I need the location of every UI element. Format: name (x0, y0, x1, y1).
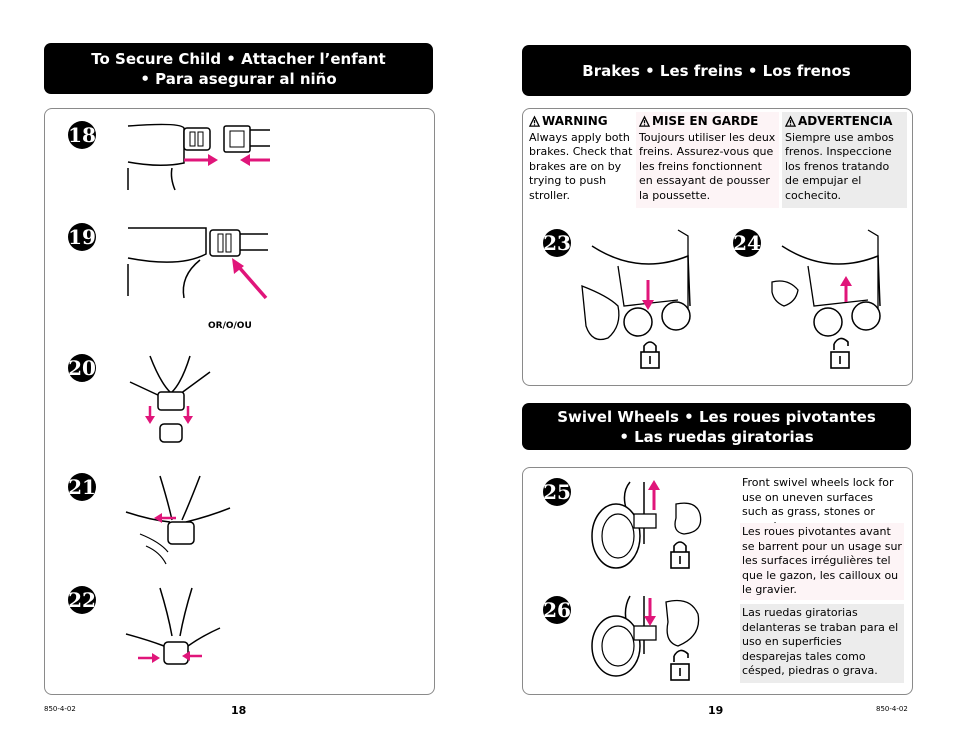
or-label: OR/O/OU (208, 321, 252, 331)
warning-triangle-icon (638, 115, 651, 127)
warning-en-title: WARNING (528, 114, 633, 129)
secure-child-panel (44, 108, 435, 695)
step-20-badge: 20 (68, 354, 96, 382)
step-25-badge: 25 (543, 478, 571, 506)
warning-es-body: Siempre use ambos frenos. Inspeccione lo… (785, 130, 894, 202)
unlock-icon (830, 337, 850, 369)
warning-es-title-text: ADVERTENCIA (798, 114, 893, 128)
left-doc-code: 850-4-02 (44, 705, 76, 713)
warning-es-title: ADVERTENCIA (784, 114, 905, 129)
warning-fr-title-text: MISE EN GARDE (652, 114, 759, 128)
swivel-text-en: Front swivel wheels lock for use on unev… (742, 476, 894, 533)
swivel-text-fr: Les roues pivotantes avant se barrent po… (740, 523, 904, 600)
warning-en: WARNING Always apply both brakes. Check … (528, 114, 633, 206)
warning-es: ADVERTENCIA Siempre use ambos frenos. In… (782, 112, 907, 208)
step-21-badge: 21 (68, 473, 96, 501)
secure-child-header: To Secure Child • Attacher l’enfant • Pa… (44, 43, 433, 94)
brake-engage-illustration (581, 229, 691, 369)
lock-icon (640, 341, 660, 369)
warning-en-title-text: WARNING (542, 114, 608, 128)
harness-adjust-illustration (125, 475, 231, 565)
step-18-badge: 18 (68, 121, 96, 149)
left-page-number: 18 (231, 704, 247, 717)
unlock-icon (670, 649, 690, 681)
swivel-header-line1: Swivel Wheels • Les roues pivotantes (557, 407, 876, 426)
brakes-header: Brakes • Les freins • Los frenos (522, 45, 911, 96)
right-page-number: 19 (708, 704, 724, 717)
secure-child-header-line1: To Secure Child • Attacher l’enfant (91, 49, 386, 68)
right-doc-code: 850-4-02 (876, 705, 908, 713)
step-23-badge: 23 (543, 229, 571, 257)
step-19-badge: 19 (68, 223, 96, 251)
secure-child-header-line2: • Para asegurar al niño (140, 69, 337, 88)
warning-triangle-icon (784, 115, 797, 127)
harness-release-illustration (125, 587, 221, 665)
harness-buckle-illustration (129, 355, 211, 443)
swivel-unlock-illustration (591, 595, 700, 681)
buckle-insert-illustration (127, 227, 268, 300)
warning-fr: MISE EN GARDE Toujours utiliser les deux… (636, 112, 779, 208)
warning-triangle-icon (528, 115, 541, 127)
buckle-separate-illustration (127, 123, 270, 191)
warning-fr-title: MISE EN GARDE (638, 114, 777, 129)
brake-release-illustration (771, 229, 881, 369)
swivel-lock-illustration (591, 480, 702, 569)
step-22-badge: 22 (68, 586, 96, 614)
swivel-header-line2: • Las ruedas giratorias (619, 427, 814, 446)
swivel-text-es: Las ruedas giratorias delanteras se trab… (740, 604, 904, 683)
swivel-header: Swivel Wheels • Les roues pivotantes • L… (522, 403, 911, 450)
step-26-badge: 26 (543, 596, 571, 624)
step-24-badge: 24 (733, 229, 761, 257)
warning-fr-body: Toujours utiliser les deux freins. Assur… (639, 130, 776, 202)
brakes-header-text: Brakes • Les freins • Los frenos (582, 61, 851, 80)
lock-icon (670, 541, 690, 569)
warning-en-body: Always apply both brakes. Check that bra… (529, 130, 633, 202)
